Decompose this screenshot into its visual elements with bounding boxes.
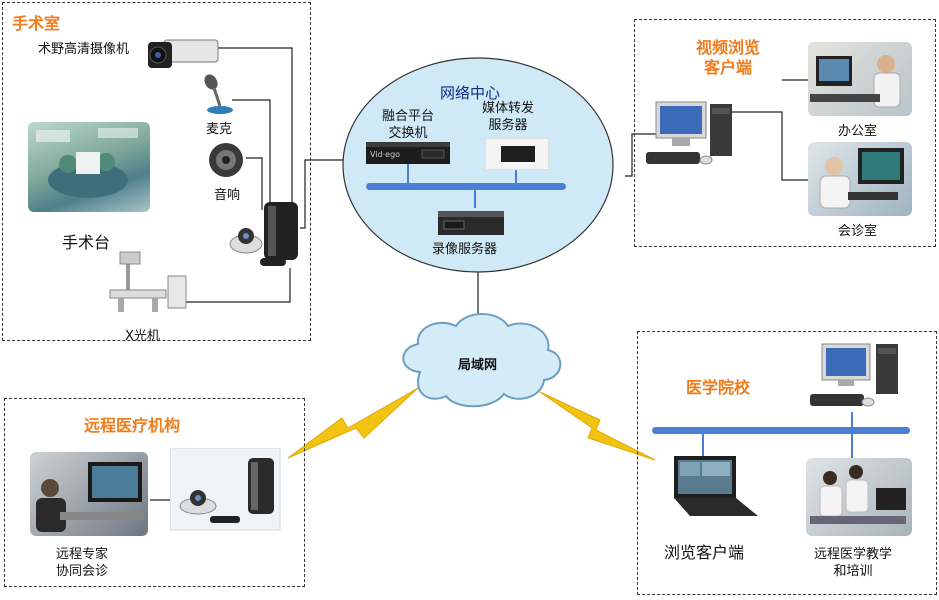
video-client-title: 视频浏览 客户端 [696, 38, 761, 77]
remote-expert-photo [30, 452, 148, 536]
medical-school-zone [637, 331, 937, 595]
operating-table-photo [28, 122, 150, 212]
remote-institution-zone [4, 398, 305, 587]
school-computer-icon [810, 343, 898, 407]
operating-table-label: 手术台 [62, 233, 111, 252]
xray-machine-icon [109, 251, 187, 312]
school-bus [652, 427, 910, 434]
bolt-right-icon [539, 391, 656, 461]
client-to-rooms-wire [732, 111, 808, 181]
laptop-label: 浏览客户端 [664, 543, 745, 562]
lan-label: 局域网 [458, 358, 498, 373]
video-client-zone [634, 19, 936, 247]
remote-expert-caption: 远程专家 协同会诊 [56, 547, 109, 579]
fusion-switch-icon [366, 142, 450, 164]
mic-wire [232, 99, 271, 210]
mic-label: 麦克 [206, 122, 233, 137]
or-to-center-wire [300, 159, 365, 229]
camera-label: 术野高清摄像机 [38, 42, 130, 57]
bolt-left-icon [287, 387, 419, 459]
teaching-photo [806, 458, 912, 536]
center-bus [366, 183, 566, 190]
recording-server-label: 录像服务器 [432, 242, 498, 257]
remote-codec-icon [170, 448, 281, 531]
remote-institution-title: 远程医疗机构 [84, 416, 181, 435]
camera-icon [148, 39, 219, 68]
fusion-switch-brand: Vid·ego [370, 150, 401, 159]
operating-room-title: 手术室 [12, 14, 61, 33]
camera-wire [218, 47, 293, 210]
speaker-label: 音响 [214, 188, 241, 203]
lan-cloud [402, 313, 562, 408]
xray-label: X光机 [125, 329, 160, 344]
media-server-icon [485, 138, 549, 170]
consultation-room-photo [808, 142, 912, 216]
video-terminal-icon [229, 202, 298, 266]
center-to-client-wire [625, 133, 660, 177]
client-computer-icon [646, 101, 732, 165]
recording-server-icon [438, 211, 504, 235]
media-server-label: 媒体转发 服务器 [482, 101, 535, 133]
microphone-icon [204, 74, 233, 114]
fusion-switch-label: 融合平台 交换机 [382, 109, 435, 141]
office-label: 办公室 [838, 124, 878, 139]
medical-school-title: 医学院校 [686, 378, 751, 397]
teaching-label: 远程医学教学 和培训 [814, 547, 893, 579]
laptop-icon [674, 456, 758, 516]
office-photo [808, 42, 912, 116]
speaker-wire [246, 157, 263, 210]
consultation-label: 会诊室 [838, 224, 878, 239]
operating-room-zone [2, 2, 311, 341]
xray-wire [183, 268, 291, 303]
speaker-icon [209, 143, 243, 177]
network-center-ellipse [342, 57, 614, 273]
network-center-title: 网络中心 [440, 84, 501, 102]
